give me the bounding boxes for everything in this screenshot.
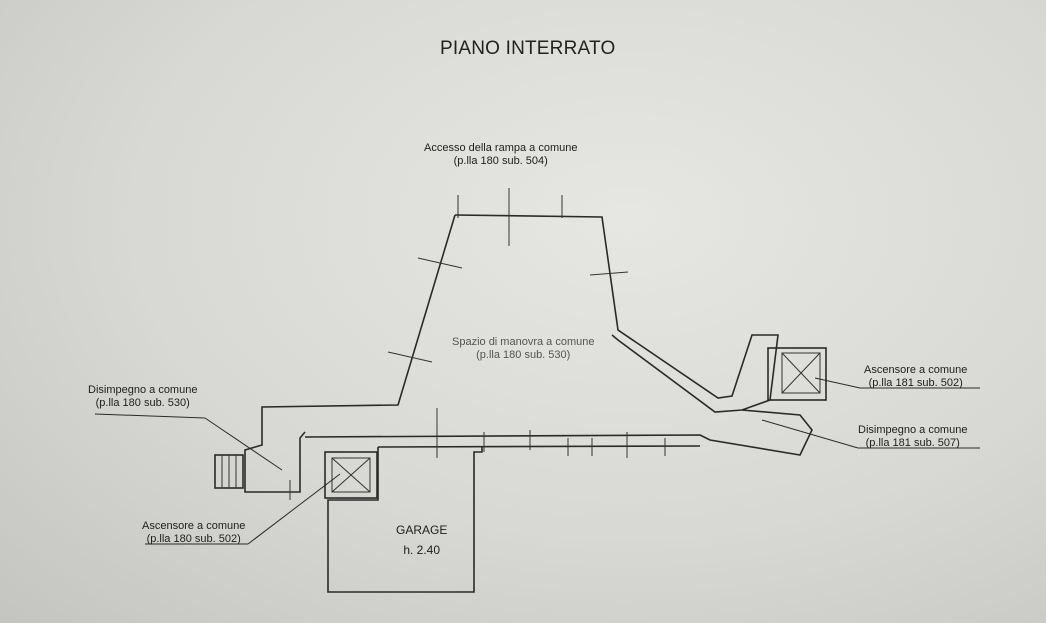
label-garage: GARAGE h. 2.40	[396, 523, 448, 557]
label-ramp-access: Accesso della rampa a comune (p.lla 180 …	[424, 142, 578, 167]
label-disimpegno-right: Disimpegno a comune (p.lla 181 sub. 507)	[858, 424, 968, 449]
elevator-right-cabin	[781, 352, 821, 394]
leader-disimpegno-left	[204, 417, 283, 471]
leader-disimpegno-right	[761, 419, 859, 449]
maneuver-left-wall	[244, 214, 456, 493]
leader-ascensore-right	[814, 377, 861, 389]
corridor-outline	[304, 409, 813, 456]
label-ascensore-right: Ascensore a comune (p.lla 181 sub. 502)	[864, 364, 968, 389]
elevator-left-frame	[324, 451, 378, 499]
plan-title: PIANO INTERRATO	[440, 38, 616, 59]
label-ascensore-left: Ascensore a comune (p.lla 180 sub. 502)	[142, 520, 246, 545]
elevator-left-cabin	[331, 457, 371, 493]
label-disimpegno-left: Disimpegno a comune (p.lla 180 sub. 530)	[88, 384, 198, 409]
elevator-right-frame	[767, 347, 827, 401]
maneuver-area-outline	[454, 214, 779, 413]
garage-outline	[327, 446, 483, 593]
label-maneuver-space: Spazio di manovra a comune (p.lla 180 su…	[452, 336, 595, 361]
leader-ascensore-left	[247, 473, 341, 545]
corridor-lower	[377, 445, 701, 448]
